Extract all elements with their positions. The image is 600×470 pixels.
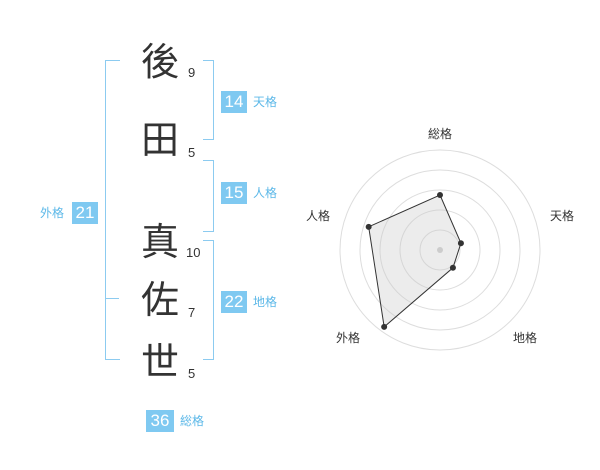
radar-center (437, 247, 443, 253)
radar-axis-label-0: 総格 (428, 126, 452, 141)
radar-point-0 (437, 192, 443, 198)
radar-axis-label-4: 人格 (306, 208, 330, 223)
name-char-4: 佐 (140, 278, 179, 322)
radar-ring-1 (419, 229, 461, 271)
gaikaku-value: 21 (72, 202, 98, 224)
radar-ring-5 (339, 149, 541, 351)
radar-point-2 (449, 264, 456, 271)
chikaku-label: 地格 (253, 295, 278, 309)
chikaku-value: 22 (221, 291, 247, 313)
chikaku-bracket (203, 240, 214, 360)
stroke-count-5: 5 (188, 366, 196, 381)
stroke-count-1: 9 (188, 65, 196, 80)
name-char-3: 真 (140, 220, 179, 264)
radar-ring-4 (359, 169, 521, 331)
tenkaku-bracket (203, 60, 214, 140)
name-char-5: 世 (140, 340, 179, 384)
stroke-count-3: 10 (186, 245, 201, 260)
jinkaku-label: 人格 (253, 186, 278, 200)
gaikaku-bracket (105, 60, 120, 360)
jinkaku-bracket (203, 160, 214, 232)
radar-point-3 (381, 323, 388, 330)
tenkaku-label: 天格 (253, 95, 278, 109)
soukaku-label: 総格 (180, 414, 205, 428)
radar-series-polygon (368, 194, 462, 328)
gaikaku-bracket-tick (105, 298, 119, 299)
name-char-1: 後 (140, 40, 179, 84)
stroke-count-4: 7 (188, 305, 196, 320)
radar-axis-label-3: 外格 (336, 330, 360, 345)
tenkaku-value: 14 (221, 91, 247, 113)
radar-axis-label-1: 天格 (550, 208, 574, 223)
radar-point-4 (365, 223, 372, 230)
radar-point-1 (457, 240, 464, 247)
jinkaku-value: 15 (221, 182, 247, 204)
stroke-count-2: 5 (188, 145, 196, 160)
soukaku-value: 36 (146, 410, 174, 432)
gaikaku-label: 外格 (40, 206, 65, 220)
name-char-2: 田 (140, 118, 179, 162)
radar-ring-3 (379, 189, 501, 311)
radar-ring-2 (399, 209, 481, 291)
radar-axis-label-2: 地格 (513, 330, 537, 345)
